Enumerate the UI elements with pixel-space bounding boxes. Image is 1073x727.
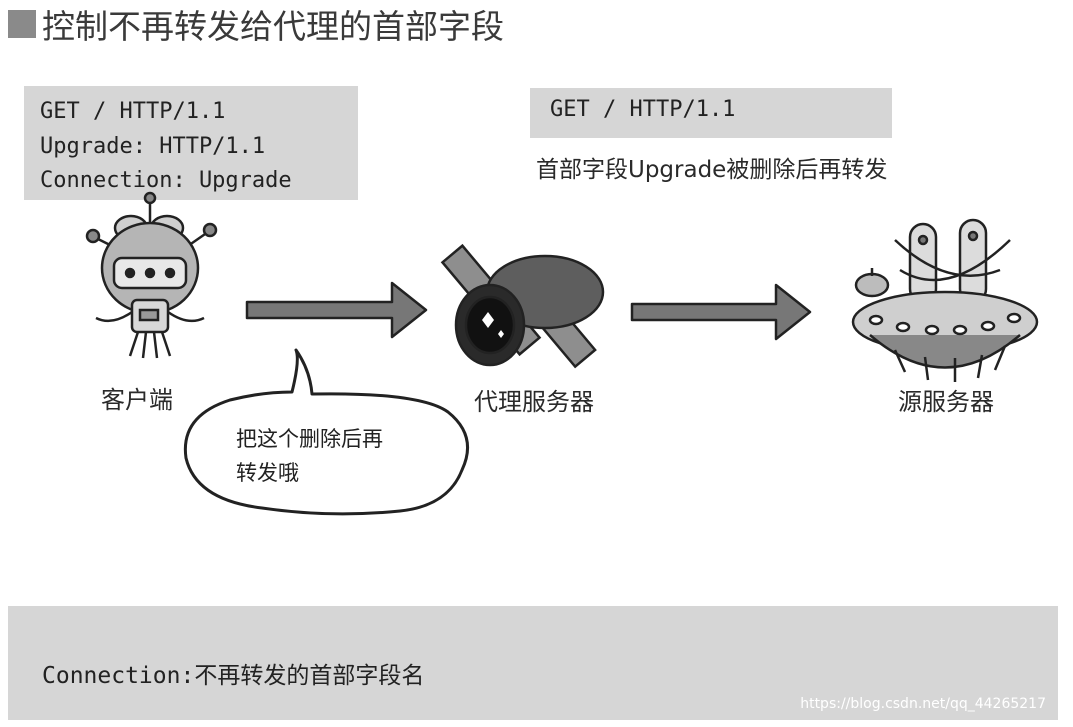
client-robot-icon	[85, 191, 218, 359]
footer-text: Connection:不再转发的首部字段名	[42, 656, 424, 690]
footer-description: 不再转发的首部字段名	[194, 663, 425, 689]
connection-header-line: Connection: Upgrade	[40, 168, 292, 193]
arrow-proxy-to-origin	[630, 283, 812, 341]
client-request-box: GET / HTTP/1.1 Upgrade: HTTP/1.1 Connect…	[24, 86, 358, 200]
title-text: 控制不再转发给代理的首部字段	[42, 7, 504, 46]
forwarded-caption: 首部字段Upgrade被删除后再转发	[536, 157, 888, 183]
request-line: GET / HTTP/1.1	[40, 99, 226, 124]
client-label: 客户端	[101, 386, 173, 414]
arrow-client-to-proxy	[245, 281, 428, 339]
footer-box: Connection:不再转发的首部字段名 https://blog.csdn.…	[8, 606, 1058, 720]
speech-bubble-line-2: 转发哦	[236, 461, 299, 485]
upgrade-header-line: Upgrade: HTTP/1.1	[40, 133, 266, 159]
proxy-label: 代理服务器	[474, 388, 594, 416]
footer-header-name: Connection:	[42, 663, 195, 689]
forwarded-request-line: GET / HTTP/1.1	[550, 97, 736, 122]
page-title: 控制不再转发给代理的首部字段	[8, 2, 504, 46]
title-square-icon	[8, 10, 36, 38]
watermark: https://blog.csdn.net/qq_44265217	[800, 696, 1046, 712]
speech-bubble	[183, 348, 470, 516]
forwarded-request-box: GET / HTTP/1.1	[530, 88, 892, 138]
proxy-satellite-icon	[440, 243, 605, 369]
speech-bubble-text: 把这个删除后再 转发哦	[236, 422, 383, 490]
origin-label: 源服务器	[898, 388, 994, 416]
speech-bubble-line-1: 把这个删除后再	[236, 427, 383, 451]
origin-server-ufo-icon	[851, 218, 1039, 382]
